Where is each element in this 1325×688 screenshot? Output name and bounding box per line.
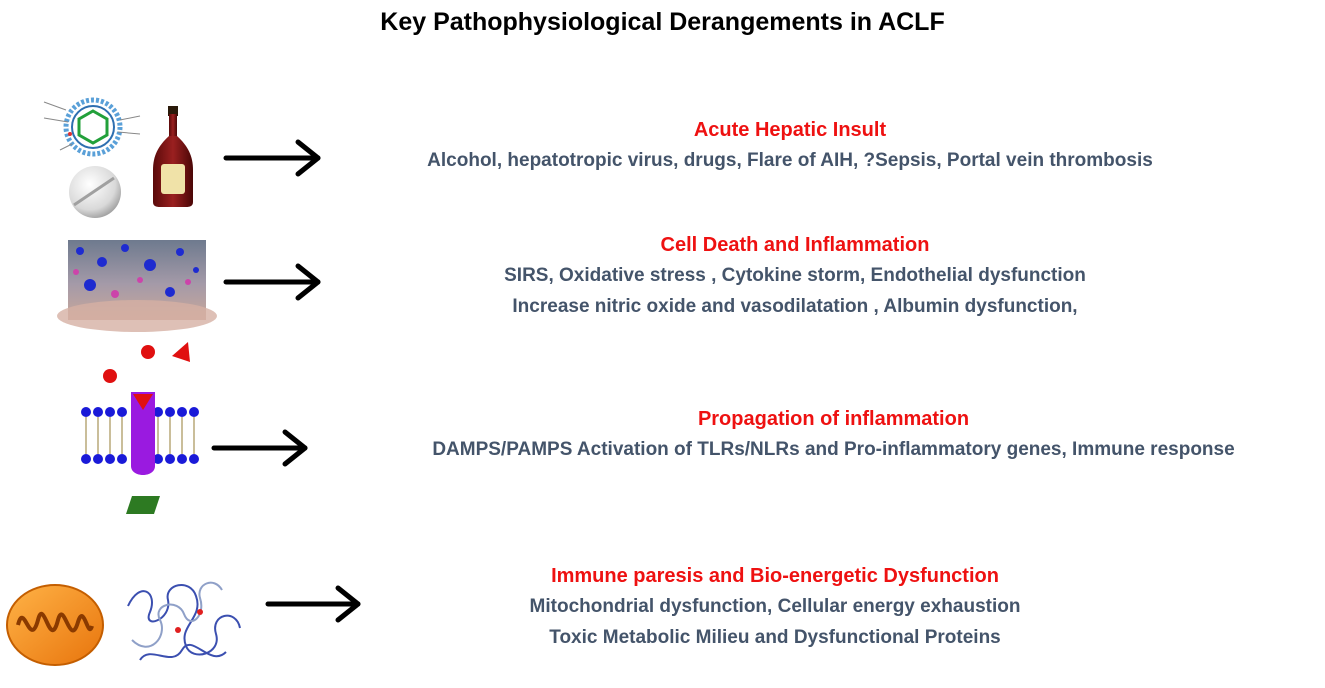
arrow-row-2 xyxy=(223,263,321,301)
membrane-receptor-icon xyxy=(81,342,199,514)
row-acute-hepatic-insult: Acute Hepatic Insult Alcohol, hepatotrop… xyxy=(330,115,1250,176)
protein-structure-icon xyxy=(127,581,241,661)
row-detail-line: Increase nitric oxide and vasodilatation… xyxy=(512,296,1078,317)
arrow-row-3 xyxy=(211,429,308,467)
row-detail-line: DAMPS/PAMPS Activation of TLRs/NLRs and … xyxy=(432,439,1235,460)
cell-surface-icon xyxy=(57,240,217,332)
row-detail-line: SIRS, Oxidative stress , Cytokine storm,… xyxy=(504,265,1086,286)
pill-icon xyxy=(69,166,121,218)
row-heading: Immune paresis and Bio-energetic Dysfunc… xyxy=(551,565,999,587)
row-heading: Acute Hepatic Insult xyxy=(693,119,887,141)
row-heading: Cell Death and Inflammation xyxy=(660,234,930,256)
alcohol-bottle-icon xyxy=(153,106,193,207)
mitochondria-icon xyxy=(6,584,104,666)
row-propagation-inflammation: Propagation of inflammation DAMPS/PAMPS … xyxy=(346,404,1321,465)
row-heading: Propagation of inflammation xyxy=(697,408,970,430)
row-detail-line: Mitochondrial dysfunction, Cellular ener… xyxy=(529,596,1021,617)
row-detail-line: Alcohol, hepatotropic virus, drugs, Flar… xyxy=(427,150,1153,171)
row-immune-paresis: Immune paresis and Bio-energetic Dysfunc… xyxy=(400,561,1150,653)
row-cell-death-inflammation: Cell Death and Inflammation SIRS, Oxidat… xyxy=(330,230,1260,322)
virus-icon xyxy=(43,97,141,157)
arrow-row-1 xyxy=(223,139,321,177)
row-detail-line: Toxic Metabolic Milieu and Dysfunctional… xyxy=(549,627,1001,648)
arrow-row-4 xyxy=(265,585,361,623)
diagram-title: Key Pathophysiological Derangements in A… xyxy=(380,8,945,36)
